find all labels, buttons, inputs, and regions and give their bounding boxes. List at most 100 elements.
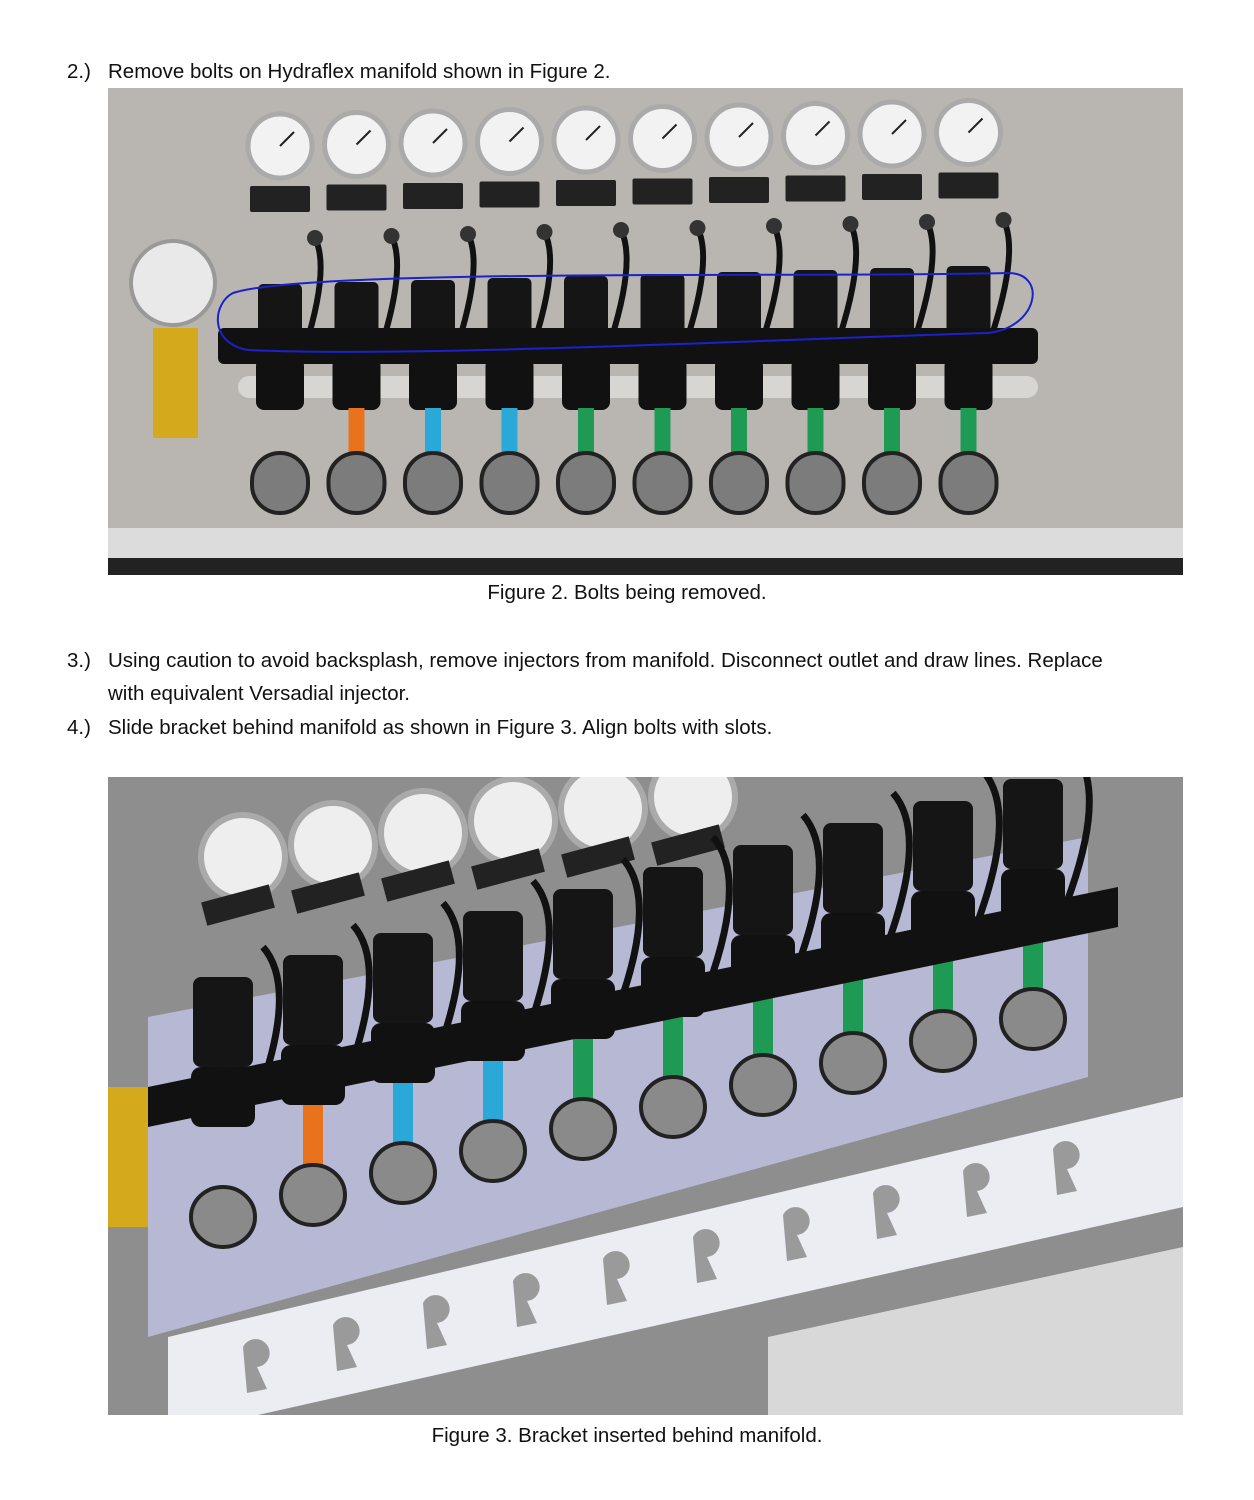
injector-tip bbox=[425, 408, 441, 456]
injector-tip bbox=[654, 408, 671, 456]
injector-tip bbox=[960, 408, 977, 456]
tube-fitting bbox=[842, 216, 859, 232]
chemical-label bbox=[201, 884, 275, 926]
outlet-elbow bbox=[556, 451, 616, 515]
bracket-slot bbox=[783, 1207, 810, 1261]
manifold-bar bbox=[148, 887, 1118, 1127]
chemical-label bbox=[785, 175, 846, 202]
chemical-label bbox=[381, 860, 455, 902]
injector-tip bbox=[501, 408, 518, 456]
pressure-gauge bbox=[129, 239, 217, 327]
outlet-elbow bbox=[326, 451, 387, 515]
injector-tip bbox=[933, 951, 953, 1021]
bracket-slot bbox=[423, 1295, 450, 1349]
injector-body bbox=[553, 889, 613, 979]
injector-tip bbox=[663, 1017, 683, 1087]
injector-body bbox=[870, 268, 914, 338]
outlet-elbow bbox=[250, 451, 310, 515]
injector-cap bbox=[868, 358, 916, 410]
outlet-elbow bbox=[403, 451, 463, 515]
outlet-elbow bbox=[938, 451, 999, 515]
gauge-needle bbox=[432, 128, 448, 144]
draw-line-tube bbox=[704, 834, 733, 989]
injector-tip bbox=[807, 408, 824, 456]
injector-tip bbox=[303, 1105, 323, 1175]
draw-line-tube bbox=[884, 790, 913, 945]
outlet-elbow bbox=[819, 1031, 887, 1095]
injector-tip bbox=[348, 408, 365, 456]
chemical-label bbox=[326, 184, 387, 211]
bracket-slot bbox=[603, 1251, 630, 1305]
chemical-gauge bbox=[378, 788, 468, 878]
outlet-elbow bbox=[632, 451, 693, 515]
chemical-label bbox=[938, 172, 999, 199]
injector-cap bbox=[715, 358, 763, 410]
gauge-needle bbox=[508, 126, 525, 143]
injector-cap bbox=[944, 358, 993, 410]
step-text: Remove bolts on Hydraflex manifold shown… bbox=[108, 60, 611, 83]
injector-body bbox=[283, 955, 343, 1045]
outlet-elbow bbox=[909, 1009, 977, 1073]
base-shadow bbox=[108, 558, 1183, 575]
injector-body bbox=[373, 933, 433, 1023]
chemical-label bbox=[471, 848, 545, 890]
step-number: 3.) bbox=[67, 649, 91, 672]
draw-line-tube bbox=[614, 856, 643, 1011]
injector-body bbox=[463, 911, 523, 1001]
outlet-elbow bbox=[279, 1163, 347, 1227]
injector-body bbox=[640, 274, 685, 344]
gauge-needle bbox=[355, 129, 372, 146]
injector-cap bbox=[562, 358, 610, 410]
chemical-label bbox=[291, 872, 365, 914]
bolt-highlight-outline bbox=[216, 271, 1034, 353]
figure-3-caption: Figure 3. Bracket inserted behind manifo… bbox=[431, 1424, 823, 1447]
draw-line-tube bbox=[1064, 777, 1093, 901]
bracket-slot bbox=[513, 1273, 540, 1327]
chemical-gauge bbox=[558, 777, 648, 854]
brass-tee bbox=[153, 328, 198, 438]
injector-tip bbox=[393, 1083, 413, 1153]
injector-cap bbox=[256, 358, 304, 410]
outlet-elbow bbox=[729, 1053, 797, 1117]
bracket-slot bbox=[243, 1339, 270, 1393]
injector-body bbox=[193, 977, 253, 1067]
chemical-label bbox=[651, 824, 725, 866]
gauge-needle bbox=[814, 120, 831, 137]
injector-cap bbox=[409, 358, 457, 410]
chemical-label bbox=[561, 836, 635, 878]
injector-tip bbox=[731, 408, 747, 456]
injector-tip bbox=[1023, 929, 1043, 999]
bracket-slot bbox=[963, 1163, 990, 1217]
chemical-label bbox=[709, 177, 769, 203]
bracket-flange bbox=[168, 1097, 1183, 1415]
bracket-slot bbox=[873, 1185, 900, 1239]
draw-line-tube bbox=[524, 878, 553, 1033]
draw-line-tube bbox=[974, 777, 1003, 923]
gauge-needle bbox=[738, 122, 754, 138]
gauge-needle bbox=[967, 117, 984, 134]
chemical-label bbox=[403, 183, 463, 209]
chemical-gauge bbox=[648, 777, 738, 842]
chemical-label bbox=[556, 180, 616, 206]
chemical-label bbox=[250, 186, 310, 212]
bracket-slot bbox=[693, 1229, 720, 1283]
injector-tip bbox=[573, 1039, 593, 1109]
figure-3-image bbox=[108, 777, 1183, 1415]
tube-fitting bbox=[307, 230, 323, 246]
injector-tip bbox=[578, 408, 594, 456]
step-number: 4.) bbox=[67, 716, 91, 739]
bracket-slot bbox=[1053, 1141, 1080, 1195]
tube-fitting bbox=[460, 226, 476, 242]
injector-body bbox=[643, 867, 703, 957]
injector-cap bbox=[791, 358, 840, 410]
figure-2-caption: Figure 2. Bolts being removed. bbox=[487, 581, 767, 604]
injector-body bbox=[1003, 779, 1063, 869]
chemical-gauge bbox=[198, 812, 288, 902]
outlet-elbow bbox=[549, 1097, 617, 1161]
figure-2-image bbox=[108, 88, 1183, 575]
outlet-elbow bbox=[709, 451, 769, 515]
injector-body bbox=[913, 801, 973, 891]
outlet-elbow bbox=[189, 1185, 257, 1249]
outlet-elbow bbox=[459, 1119, 527, 1183]
injector-cap bbox=[638, 358, 687, 410]
